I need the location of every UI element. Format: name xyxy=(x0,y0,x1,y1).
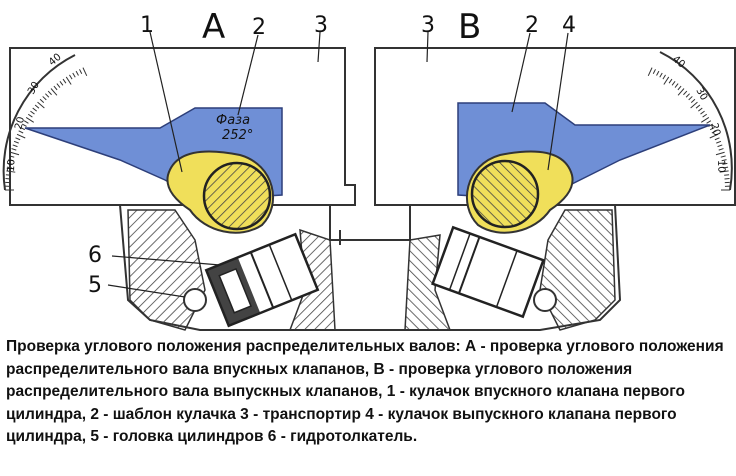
callout-1: 1 xyxy=(140,13,154,38)
protractor-tick xyxy=(647,67,653,77)
protractor-tick xyxy=(82,67,88,77)
protractor-tick xyxy=(23,120,29,124)
protractor-tick xyxy=(45,93,50,98)
intake-cam xyxy=(166,150,275,234)
scale-right-10: 10 xyxy=(715,160,726,173)
protractor-tick xyxy=(715,151,725,156)
protractor-tick xyxy=(27,113,33,118)
protractor-tick xyxy=(79,69,83,75)
protractor-tick xyxy=(724,174,730,176)
callout-4: 4 xyxy=(562,13,576,38)
protractor-tick xyxy=(656,70,660,76)
protractor-tick xyxy=(21,123,27,127)
scale-left-10: 10 xyxy=(6,159,17,172)
protractor-tick xyxy=(677,85,682,91)
callout-5: 5 xyxy=(88,273,102,298)
protractor-tick xyxy=(12,144,18,148)
side-label-a: А xyxy=(202,7,225,47)
protractor-tick xyxy=(62,78,67,84)
callout-3-right: 3 xyxy=(421,13,435,38)
protractor-tick xyxy=(702,113,708,118)
protractor-tick xyxy=(39,98,45,103)
protractor-tick xyxy=(34,104,40,109)
protractor-tick xyxy=(32,107,37,112)
protractor-tick xyxy=(47,90,52,96)
protractor-tick xyxy=(663,76,670,85)
protractor-tick xyxy=(16,133,26,139)
protractor-tick xyxy=(668,78,673,84)
callout-2-left: 2 xyxy=(252,15,266,40)
protractor-tick xyxy=(695,104,701,109)
protractor-tick xyxy=(683,90,688,96)
protractor-tick xyxy=(709,126,715,131)
protractor-tick xyxy=(6,166,12,169)
leader-lines xyxy=(107,31,569,298)
protractor-tick xyxy=(50,88,58,96)
protractor-tick xyxy=(56,83,61,88)
protractor-tick xyxy=(671,81,676,86)
protractor-tick xyxy=(714,137,720,141)
protractor-tick xyxy=(698,107,703,112)
protractor-tick xyxy=(690,101,698,109)
scale-left-20: 20 xyxy=(13,116,27,131)
protractor-tick xyxy=(42,96,47,101)
figure-caption: Проверка углового положения распределите… xyxy=(6,338,724,445)
protractor-tick xyxy=(659,72,663,78)
protractor-tick xyxy=(652,69,656,75)
template-phase-label: Фаза xyxy=(216,113,250,128)
protractor-tick xyxy=(25,117,35,123)
template-phase-value: 252° xyxy=(222,128,253,143)
exhaust-cam xyxy=(465,150,574,234)
protractor-tick xyxy=(15,137,21,141)
protractor-tick xyxy=(719,170,729,173)
hydraulic-lifter-right xyxy=(431,225,545,319)
protractor-tick xyxy=(75,70,79,76)
cylinder-head xyxy=(118,204,622,331)
protractor-tick xyxy=(8,159,14,162)
side-label-b: В xyxy=(458,7,481,47)
protractor-tick xyxy=(20,126,26,131)
protractor-tick xyxy=(11,148,17,151)
protractor-tick xyxy=(685,93,690,98)
protractor-tick xyxy=(706,120,712,124)
protractor-tick xyxy=(717,144,723,148)
protractor-tick xyxy=(690,98,696,103)
protractor-tick xyxy=(37,101,45,109)
protractor-tick xyxy=(716,140,722,144)
protractor-tick xyxy=(7,162,13,165)
camshaft-check-diagram: Фаза 252° 40 30 20 10 40 30 20 10 А В 1 … xyxy=(2,7,736,331)
callout-2-right: 2 xyxy=(525,13,539,38)
protractor-tick xyxy=(674,83,679,88)
protractor-tick xyxy=(709,133,719,139)
protractor-tick xyxy=(718,148,724,151)
protractor-tick xyxy=(720,155,726,158)
scale-right-20: 20 xyxy=(708,122,722,137)
protractor-tick xyxy=(18,130,24,134)
protractor-tick xyxy=(723,166,729,169)
protractor-tick xyxy=(30,110,35,115)
protractor-tick xyxy=(662,74,666,80)
protractor-tick xyxy=(700,110,705,115)
protractor-tick xyxy=(721,159,727,162)
callout-3-left: 3 xyxy=(314,13,328,38)
protractor-tick xyxy=(53,85,58,91)
protractor-tick xyxy=(72,72,76,78)
protractor-tick xyxy=(59,81,64,86)
protractor-tick xyxy=(700,117,710,123)
protractor-tick xyxy=(722,162,728,165)
protractor-tick xyxy=(65,76,72,85)
protractor-tick xyxy=(6,170,16,173)
callout-6: 6 xyxy=(88,243,102,268)
protractor-tick xyxy=(10,151,20,156)
protractor-tick xyxy=(711,130,717,134)
hydraulic-lifter-left xyxy=(204,232,320,328)
protractor-tick xyxy=(677,88,685,96)
protractor-tick xyxy=(5,174,11,176)
protractor-tick xyxy=(13,140,19,144)
protractor-tick xyxy=(9,155,15,158)
protractor-tick xyxy=(688,96,693,101)
protractor-tick xyxy=(69,74,73,80)
